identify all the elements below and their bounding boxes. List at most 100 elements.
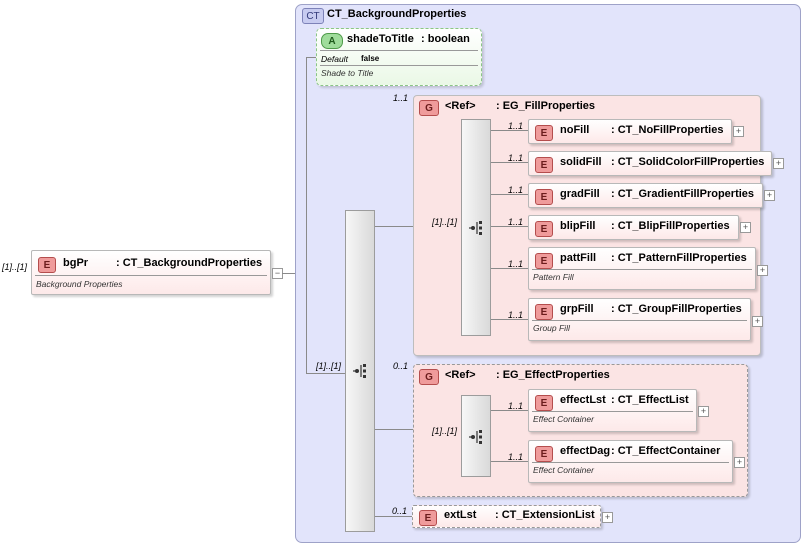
connector <box>491 461 528 462</box>
connector <box>491 194 528 195</box>
element-blipFill[interactable]: E blipFill : CT_BlipFillProperties <box>528 215 739 240</box>
element-name: gradFill <box>560 188 600 200</box>
expand-icon[interactable]: + <box>602 512 613 523</box>
complex-type-name: CT_BackgroundProperties <box>327 8 467 20</box>
element-type: : CT_SolidColorFillProperties <box>611 156 765 168</box>
sequence-cardinality: [1]..[1] <box>316 361 342 371</box>
element-extLst[interactable]: E extLst : CT_ExtensionList <box>412 505 601 528</box>
divider <box>532 411 693 412</box>
fill-group-cardinality: 1..1 <box>393 93 409 103</box>
element-icon: E <box>535 253 553 269</box>
connector <box>375 226 413 227</box>
element-name: noFill <box>560 124 590 136</box>
element-type: : CT_ExtensionList <box>495 509 595 521</box>
effect-sequence-cardinality: [1]..[1] <box>432 426 458 436</box>
connector <box>491 130 528 131</box>
expand-icon[interactable]: + <box>698 406 709 417</box>
element-icon: E <box>535 446 553 462</box>
element-icon: E <box>535 189 553 205</box>
group-ref-label: <Ref> <box>445 369 476 381</box>
element-type: : CT_GradientFillProperties <box>611 188 755 200</box>
expand-icon[interactable]: + <box>740 222 751 233</box>
element-name: extLst <box>444 509 477 521</box>
element-type: : CT_PatternFillProperties <box>611 252 747 264</box>
default-label: Default <box>321 54 348 64</box>
connector <box>375 516 412 517</box>
element-icon: E <box>535 125 553 141</box>
expand-icon[interactable]: + <box>734 457 745 468</box>
element-cardinality: 1..1 <box>508 153 524 163</box>
element-cardinality: 1..1 <box>508 310 524 320</box>
ext-cardinality: 0..1 <box>392 506 408 516</box>
main-sequence[interactable] <box>345 210 375 532</box>
element-effectDag[interactable]: E effectDag : CT_EffectContainer Effect … <box>528 440 733 483</box>
element-gradFill[interactable]: E gradFill : CT_GradientFillProperties <box>528 183 763 208</box>
element-name: bgPr <box>63 257 89 269</box>
expand-icon[interactable]: + <box>752 316 763 327</box>
element-icon: E <box>535 395 553 411</box>
connector <box>282 273 306 274</box>
element-type: : CT_EffectList <box>611 394 689 406</box>
element-type: : CT_GroupFillProperties <box>611 303 742 315</box>
connector <box>491 268 528 269</box>
element-pattFill[interactable]: E pattFill : CT_PatternFillProperties Pa… <box>528 247 756 290</box>
connector <box>375 429 413 430</box>
element-type: : CT_NoFillProperties <box>611 124 724 136</box>
expand-icon[interactable]: + <box>773 158 784 169</box>
element-doc: Group Fill <box>533 323 570 333</box>
group-ref-label: <Ref> <box>445 100 476 112</box>
attribute-icon: A <box>321 33 343 49</box>
element-noFill[interactable]: E noFill : CT_NoFillProperties <box>528 119 732 144</box>
attribute-shadeToTitle[interactable]: A shadeToTitle : boolean Default false S… <box>316 28 482 86</box>
group-name: : EG_FillProperties <box>496 100 596 112</box>
element-icon: E <box>535 221 553 237</box>
divider <box>35 275 267 276</box>
element-doc: Background Properties <box>36 279 123 289</box>
element-name: pattFill <box>560 252 597 264</box>
expand-icon[interactable]: + <box>733 126 744 137</box>
effect-choice[interactable] <box>461 395 491 477</box>
element-cardinality: 1..1 <box>508 401 524 411</box>
element-icon: E <box>535 304 553 320</box>
connector <box>491 162 528 163</box>
element-effectLst[interactable]: E effectLst : CT_EffectList Effect Conta… <box>528 389 697 432</box>
root-cardinality: [1]..[1] <box>2 262 28 272</box>
group-icon: G <box>419 100 439 116</box>
fill-choice[interactable] <box>461 119 491 336</box>
element-icon: E <box>38 257 56 273</box>
element-type: : CT_BackgroundProperties <box>116 257 263 269</box>
choice-icon <box>469 430 482 444</box>
element-cardinality: 1..1 <box>508 185 524 195</box>
element-name: effectLst <box>560 394 606 406</box>
divider <box>320 50 478 51</box>
default-value: false <box>361 54 380 63</box>
element-cardinality: 1..1 <box>508 217 524 227</box>
group-name: : EG_EffectProperties <box>496 369 610 381</box>
element-name: grpFill <box>560 303 594 315</box>
element-icon: E <box>535 157 553 173</box>
attribute-doc: Shade to Title <box>321 68 374 78</box>
element-type: : CT_BlipFillProperties <box>611 220 730 232</box>
connector <box>491 410 528 411</box>
element-type: : CT_EffectContainer <box>611 445 721 457</box>
complex-type-icon: CT <box>302 8 324 24</box>
element-name: effectDag <box>560 445 611 457</box>
expand-icon[interactable]: + <box>764 190 775 201</box>
group-icon: G <box>419 369 439 385</box>
element-cardinality: 1..1 <box>508 121 524 131</box>
expand-icon[interactable]: + <box>757 265 768 276</box>
divider <box>532 320 747 321</box>
choice-icon <box>469 221 482 235</box>
sequence-icon <box>353 364 366 378</box>
element-doc: Pattern Fill <box>533 272 574 282</box>
connector <box>306 57 307 374</box>
fill-sequence-cardinality: [1]..[1] <box>432 217 458 227</box>
element-bgPr[interactable]: E bgPr : CT_BackgroundProperties Backgro… <box>31 250 271 295</box>
element-grpFill[interactable]: E grpFill : CT_GroupFillProperties Group… <box>528 298 751 341</box>
attribute-type: : boolean <box>421 33 470 45</box>
connector <box>306 57 316 58</box>
element-solidFill[interactable]: E solidFill : CT_SolidColorFillPropertie… <box>528 151 772 176</box>
connector <box>306 373 345 374</box>
divider <box>532 269 752 270</box>
divider <box>532 462 729 463</box>
